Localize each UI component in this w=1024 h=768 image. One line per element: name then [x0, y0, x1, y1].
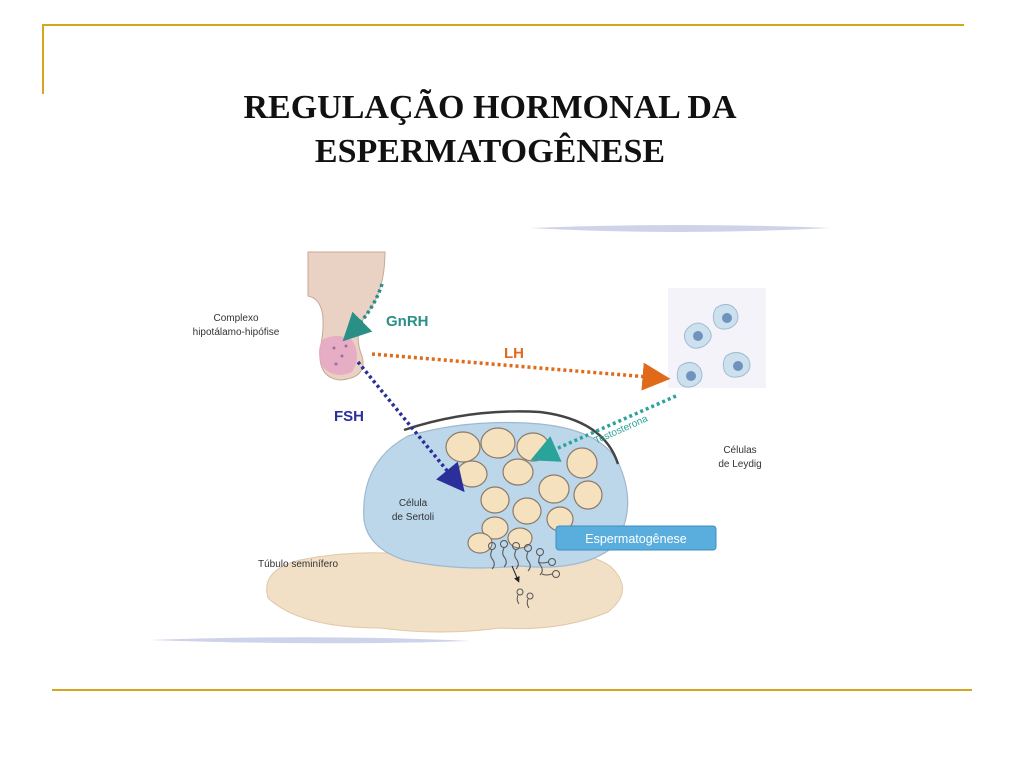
sertoli-label-line1: Célula: [399, 498, 428, 509]
title-line-2: ESPERMATOGÊNESE: [314, 133, 666, 170]
frame-bottom-line: [52, 689, 972, 691]
leydig-label-line2: de Leydig: [718, 459, 761, 470]
espermatogenese-label: Espermatogênese: [585, 532, 687, 546]
leydig-cells-cluster: [668, 288, 766, 388]
tubule-base-shape: [266, 548, 623, 633]
title-line-1: REGULAÇÃO HORMONAL DA: [243, 89, 737, 126]
fsh-arrow: [356, 360, 465, 493]
tubulo-label: Túbulo seminífero: [258, 559, 338, 570]
gnrh-arrow: [342, 283, 384, 342]
espermatogenese-badge: Espermatogênese: [555, 525, 717, 551]
fsh-label: FSH: [334, 408, 364, 425]
testosterona-arrow: [530, 394, 677, 462]
leydig-label-line1: Células: [723, 445, 756, 456]
decorative-swoosh-top: [530, 225, 830, 232]
complexo-label-line2: hipotálamo-hipófise: [193, 327, 280, 338]
slide-title: REGULAÇÃO HORMONAL DA ESPERMATOGÊNESE: [150, 86, 830, 174]
decorative-swoosh-bottom: [150, 637, 470, 644]
testosterona-label: Testosterona: [593, 413, 650, 447]
sperm-cells: [488, 540, 560, 609]
frame-top-line: [42, 24, 964, 26]
basement-membrane: [403, 410, 620, 465]
lh-label: LH: [504, 345, 524, 362]
complexo-label-line1: Complexo: [213, 313, 258, 324]
lh-arrow: [371, 352, 671, 391]
frame-left-line: [42, 24, 44, 94]
gnrh-label: GnRH: [386, 313, 429, 330]
hypothalamus-pituitary-shape: [307, 251, 386, 381]
sertoli-label-line2: de Sertoli: [392, 512, 434, 523]
